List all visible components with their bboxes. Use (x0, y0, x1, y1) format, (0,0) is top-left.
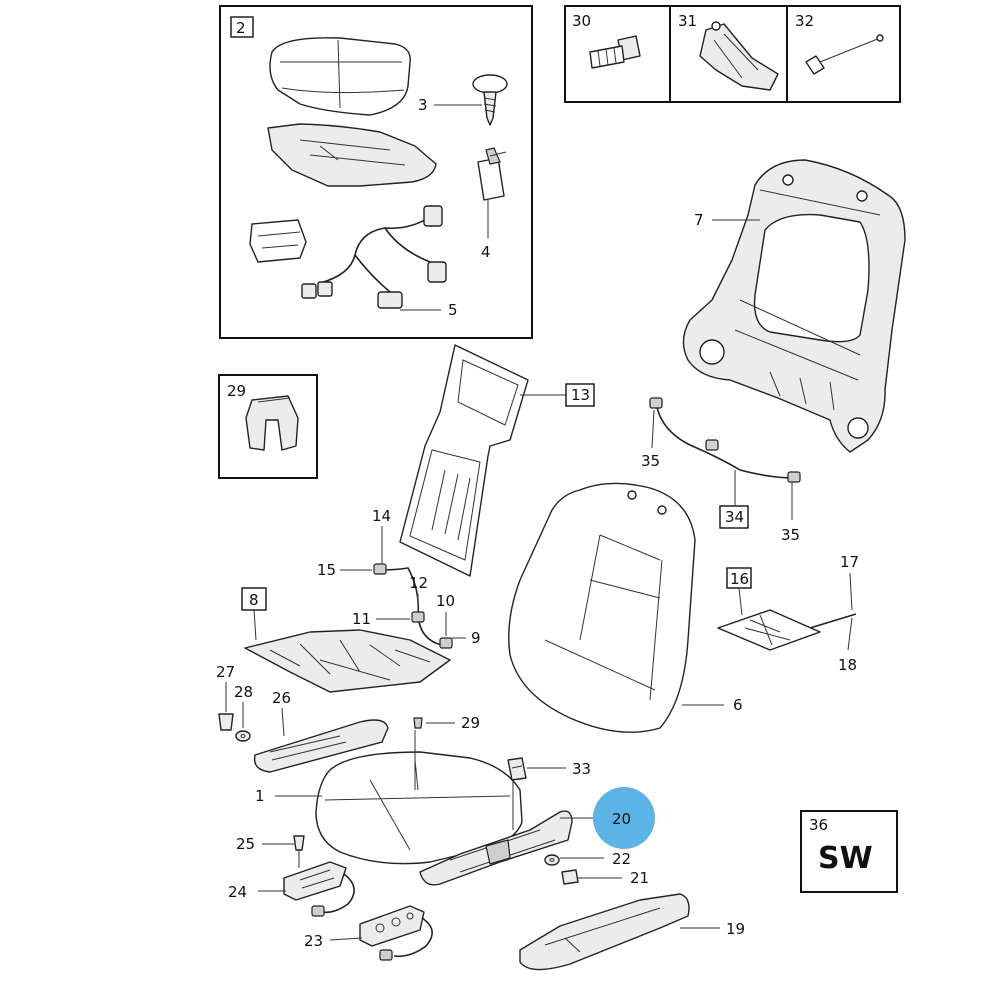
backrest-wiring-part-34 (649, 397, 801, 483)
label-26: 26 (272, 689, 291, 707)
label-box-13 (565, 383, 595, 407)
washer-part-22 (544, 854, 560, 866)
leader-26 (281, 707, 285, 737)
screw-part-27 (218, 713, 234, 731)
label-20: 20 (612, 810, 631, 828)
outer-panel-part-19 (519, 893, 690, 971)
fastener-table (564, 5, 901, 103)
label-27: 27 (216, 663, 235, 681)
label-21: 21 (630, 869, 649, 887)
label-10: 10 (436, 592, 455, 610)
seat-heater-pad-part-8 (244, 629, 451, 693)
heater-wiring-part (373, 563, 453, 649)
leader-8 (253, 609, 257, 641)
label-23: 23 (304, 932, 323, 950)
washer-part-28 (235, 730, 251, 742)
heater-pad-part-16 (717, 609, 857, 651)
label-30: 30 (572, 12, 591, 30)
bolt-part-30 (589, 35, 641, 69)
leader-18 (847, 617, 853, 651)
label-24: 24 (228, 883, 247, 901)
seat-cushion-top-part (269, 37, 411, 116)
label-29-box: 29 (227, 382, 246, 400)
leader-16 (738, 587, 743, 616)
label-11: 11 (352, 610, 371, 628)
label-34: 34 (725, 508, 744, 526)
screw-part-3 (472, 74, 508, 126)
label-2: 2 (236, 19, 246, 37)
label-36: 36 (809, 816, 828, 834)
leader-23 (329, 937, 363, 941)
screw-part-25 (293, 835, 305, 851)
label-33: 33 (572, 760, 591, 778)
label-35-b: 35 (781, 526, 800, 544)
control-module-part (249, 219, 307, 263)
clip-box-29 (218, 374, 318, 479)
label-4: 4 (481, 243, 491, 261)
label-box-2 (230, 16, 254, 38)
bracket-part-31 (699, 21, 779, 91)
label-29-loose: 29 (461, 714, 480, 732)
label-8: 8 (249, 591, 259, 609)
clip-part-33 (507, 757, 527, 781)
backrest-heater-pad-part-13 (399, 344, 529, 577)
label-19: 19 (726, 920, 745, 938)
label-25: 25 (236, 835, 255, 853)
clip-part-4 (477, 147, 507, 201)
label-32: 32 (795, 12, 814, 30)
leader-17 (849, 572, 853, 611)
label-35-a: 35 (641, 452, 660, 470)
label-5: 5 (448, 301, 458, 319)
variant-code: SW (818, 841, 873, 876)
switch-module-part-24 (283, 861, 355, 917)
wiring-harness-part-5 (301, 205, 447, 309)
backrest-cover-part-6 (508, 482, 696, 733)
label-31: 31 (678, 12, 697, 30)
backrest-frame-part-7 (682, 159, 906, 453)
label-12: 12 (409, 574, 428, 592)
label-14: 14 (372, 507, 391, 525)
label-18: 18 (838, 656, 857, 674)
side-trim-part-26 (253, 719, 389, 773)
label-13: 13 (571, 386, 590, 404)
label-box-34 (719, 505, 749, 529)
label-16: 16 (730, 570, 749, 588)
label-3: 3 (418, 96, 428, 114)
clip-part-29 (245, 395, 299, 451)
label-1: 1 (255, 787, 265, 805)
label-6: 6 (733, 696, 743, 714)
seat-pan-plate-part (267, 123, 437, 187)
label-17: 17 (840, 553, 859, 571)
screw-part-21 (561, 869, 579, 885)
rivet-part-32 (805, 34, 884, 75)
label-15: 15 (317, 561, 336, 579)
switch-module-part-23 (359, 905, 433, 961)
label-9: 9 (471, 629, 481, 647)
variant-box-36 (800, 810, 898, 893)
seat-side-panel-part-20 (419, 810, 573, 886)
screw-part-29 (413, 717, 423, 729)
label-7: 7 (694, 211, 704, 229)
leader-35a (651, 409, 655, 449)
highlight-marker-20[interactable] (593, 787, 655, 849)
kit-frame-2 (219, 5, 533, 339)
label-28: 28 (234, 683, 253, 701)
label-22: 22 (612, 850, 631, 868)
